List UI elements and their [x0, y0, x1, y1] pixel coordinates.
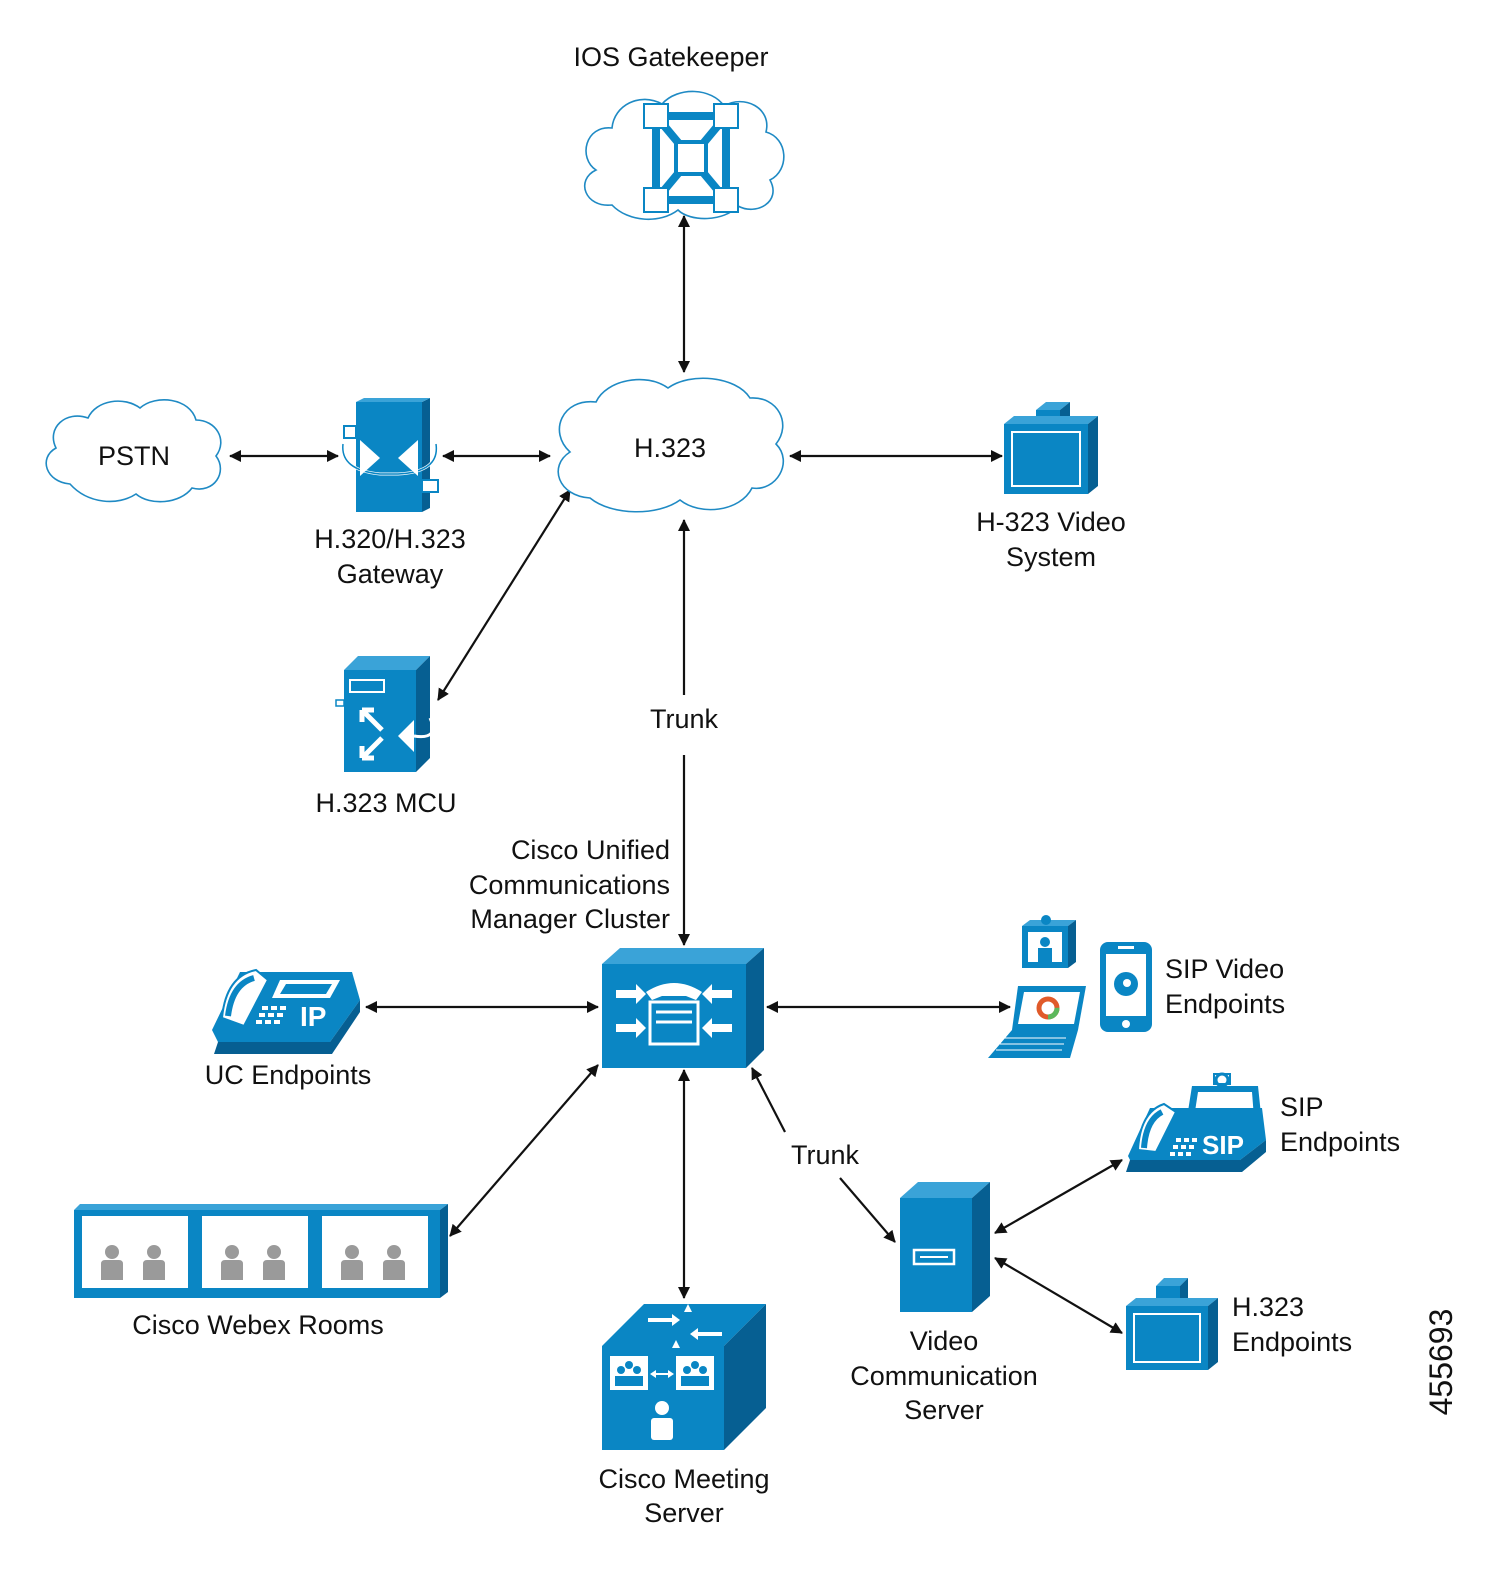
- meeting-server-node: Cisco Meeting Server: [598, 1304, 770, 1528]
- h323-cloud-label: H.323: [634, 433, 706, 463]
- gatekeeper-label: IOS Gatekeeper: [573, 42, 768, 72]
- uc-endpoints-node: IP UC Endpoints: [205, 968, 372, 1090]
- mobile-phone-icon: [1100, 942, 1152, 1032]
- sip-endpoints-label-line2: Endpoints: [1280, 1127, 1400, 1157]
- figure-id: 455693: [1423, 1309, 1459, 1416]
- meeting-server-label-line1: Cisco Meeting: [598, 1464, 769, 1494]
- mcu-icon: [335, 656, 435, 772]
- trunk-bottom-label: Trunk: [791, 1140, 860, 1170]
- vcs-label-line2: Communication: [850, 1361, 1038, 1391]
- h323-endpoints-label-line1: H.323: [1232, 1292, 1304, 1322]
- mcu-label: H.323 MCU: [315, 788, 456, 818]
- webex-rooms-node: Cisco Webex Rooms: [74, 1204, 448, 1340]
- ip-phone-icon: IP: [212, 968, 360, 1054]
- cucm-label-line1: Cisco Unified: [511, 835, 670, 865]
- sip-video-label-line1: SIP Video: [1165, 954, 1284, 984]
- mcu-node: H.323 MCU: [315, 656, 457, 818]
- laptop-icon: [988, 986, 1086, 1058]
- link-cucm-webex: [449, 1064, 599, 1237]
- sip-endpoints-node: SIP SIP Endpoints: [1126, 1072, 1400, 1172]
- vcs-label-line3: Server: [904, 1395, 984, 1425]
- h323-endpoint-icon: [1126, 1278, 1218, 1370]
- connectors: [229, 215, 1123, 1334]
- video-system-label-line1: H-323 Video: [976, 507, 1126, 537]
- meeting-server-icon: [602, 1304, 766, 1450]
- gatekeeper-node: IOS Gatekeeper: [573, 42, 785, 221]
- trunk-top-label: Trunk: [650, 704, 719, 734]
- video-phone-icon: [1022, 915, 1076, 968]
- h323-endpoints-label-line2: Endpoints: [1232, 1327, 1352, 1357]
- cucm-label-line2: Communications: [469, 870, 670, 900]
- pstn-label: PSTN: [98, 441, 170, 471]
- gateway-label-line2: Gateway: [337, 559, 444, 589]
- h323-cloud-node: H.323: [557, 377, 785, 513]
- h323-cloud: [557, 377, 785, 513]
- link-vcs-sip: [994, 1159, 1123, 1234]
- meeting-server-label-line2: Server: [644, 1498, 724, 1528]
- sip-phone-badge: SIP: [1202, 1130, 1244, 1160]
- cucm-label-line3: Manager Cluster: [470, 904, 670, 934]
- vcs-label-line1: Video: [910, 1326, 979, 1356]
- uc-endpoints-label: UC Endpoints: [205, 1060, 372, 1090]
- h323-endpoints-node: H.323 Endpoints: [1126, 1278, 1352, 1370]
- gateway-icon: [341, 398, 439, 512]
- sip-phone-icon: SIP: [1126, 1072, 1266, 1172]
- video-system-node: H-323 Video System: [976, 402, 1126, 572]
- gateway-node: H.320/H.323 Gateway: [314, 398, 466, 589]
- sip-endpoints-label-line1: SIP: [1280, 1092, 1324, 1122]
- vcs-icon: [900, 1182, 990, 1312]
- video-system-icon: [1004, 402, 1098, 494]
- pstn-cloud: [45, 399, 222, 503]
- gateway-label-line1: H.320/H.323: [314, 524, 466, 554]
- link-vcs-h323: [994, 1257, 1123, 1334]
- vcs-node: Video Communication Server: [850, 1182, 1038, 1425]
- webex-rooms-icon: [74, 1204, 448, 1298]
- link-cucm-trunk-down: [839, 1177, 896, 1243]
- cucm-node: Cisco Unified Communications Manager Clu…: [469, 835, 764, 1068]
- link-cucm-trunk-up: [751, 1067, 786, 1133]
- cucm-icon: [602, 948, 764, 1068]
- ip-phone-badge: IP: [300, 1001, 326, 1032]
- sip-video-node: SIP Video Endpoints: [988, 915, 1285, 1058]
- video-system-label-line2: System: [1006, 542, 1096, 572]
- link-h323-mcu: [437, 489, 571, 701]
- pstn-node: PSTN: [45, 399, 222, 503]
- gatekeeper-icon: [643, 103, 739, 213]
- sip-video-label-line2: Endpoints: [1165, 989, 1285, 1019]
- webex-rooms-label: Cisco Webex Rooms: [132, 1310, 384, 1340]
